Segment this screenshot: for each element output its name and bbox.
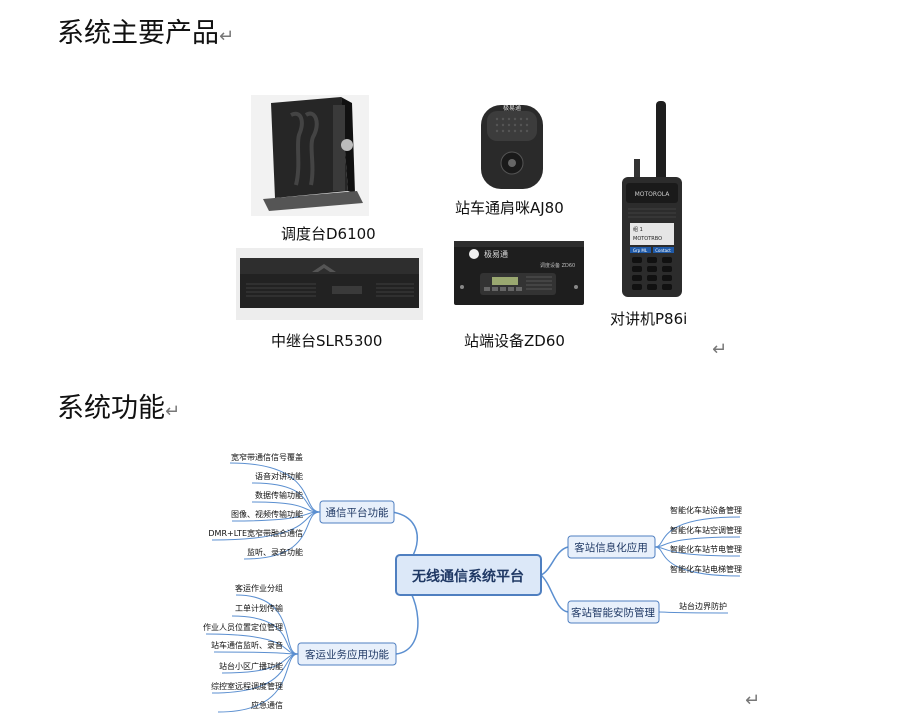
section-heading-functions: 系统功能↵ [57,393,181,424]
mindmap-leaf: 客运作业分组 [235,583,283,593]
caption-d6100: 调度台D6100 [281,225,376,243]
mindmap-center: 无线通信系统平台 [411,568,524,585]
mindmap-leaf: 工单计划传输 [235,603,283,613]
mindmap-leaf: 智能化车站空调管理 [670,525,742,535]
mindmap-leaf: 宽窄带通信信号覆盖 [231,452,303,462]
paragraph-mark: ↵ [165,401,181,422]
mindmap-leaf: DMR+LTE宽窄带融合通信 [208,528,303,538]
product-image-p86i: MOTOROLA 组 1 MOTOTRBO Grp ML Contact [618,99,686,299]
section-heading-products: 系统主要产品↵ [57,18,235,49]
p86i-softkey-2: Contact [655,248,671,253]
aj80-brand-label: 极易通 [503,104,521,112]
paragraph-mark: ↵ [745,690,761,711]
caption-zd60: 站端设备ZD60 [464,332,565,350]
caption-aj80: 站车通肩咪AJ80 [455,199,564,217]
paragraph-mark: ↵ [712,339,728,360]
zd60-model-label: 调度设备 ZD60 [540,262,575,269]
product-image-slr5300 [236,248,423,320]
mindmap-leaf: 智能化车站设备管理 [670,505,742,515]
paragraph-mark: ↵ [219,26,235,47]
caption-p86i: 对讲机P86i [610,310,688,328]
caption-slr5300: 中继台SLR5300 [271,332,383,350]
mindmap-leaf: 作业人员位置定位管理 [203,622,283,632]
mindmap-leaf: 图像、视频传输功能 [231,509,303,519]
p86i-screen-line1: 组 1 [633,226,643,233]
p86i-brand-label: MOTOROLA [635,191,671,198]
branch-node: 客站信息化应用 [574,541,648,554]
mindmap-leaf: 综控室远程调度管理 [211,681,283,691]
mindmap-leaf: 智能化车站电梯管理 [670,564,742,574]
mindmap-leaf: 监听、录音功能 [247,547,303,557]
mindmap-leaf: 应急通信 [251,700,283,710]
branch-node: 通信平台功能 [326,506,389,519]
mindmap-leaf: 站台边界防护 [679,601,727,611]
mindmap-leaf: 语音对讲功能 [255,471,303,481]
mindmap-leaf: 站台小区广播功能 [219,661,283,671]
p86i-screen-line2: MOTOTRBO [633,236,662,242]
product-image-zd60: 极易通 调度设备 ZD60 [452,237,586,309]
mindmap-leaf: 站车通信监听、录音 [211,640,283,650]
mindmap-leaf: 数据传输功能 [255,490,303,500]
branch-node: 客站智能安防管理 [571,606,655,619]
p86i-softkey-1: Grp ML [633,248,648,253]
product-image-d6100 [251,95,369,216]
branch-node: 客运业务应用功能 [305,648,389,661]
mindmap-leaf: 智能化车站节电管理 [670,544,742,554]
product-image-aj80: 极易通 [479,101,546,191]
zd60-brand-label: 极易通 [484,249,508,259]
